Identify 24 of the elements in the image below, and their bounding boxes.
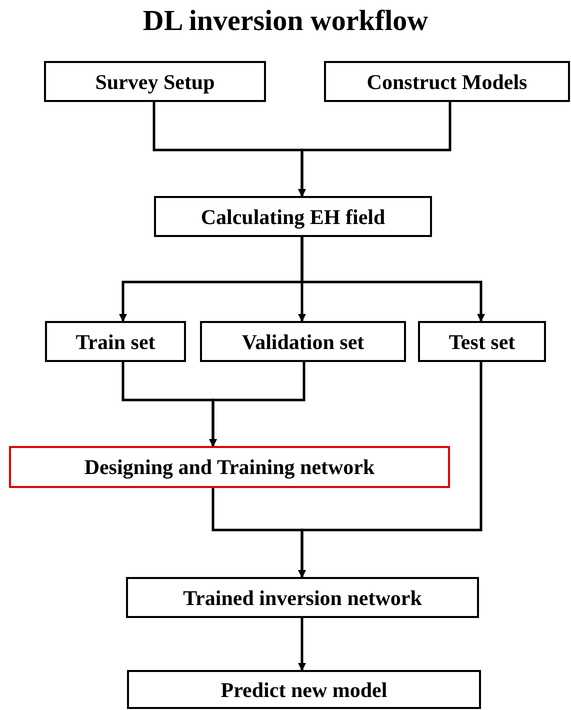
box-label: Train set [76, 330, 156, 354]
arrow [298, 618, 306, 671]
box-label: Trained inversion network [183, 586, 422, 610]
process-box [9, 446, 450, 488]
arrow [298, 102, 452, 197]
process-box [324, 61, 570, 102]
arrow [209, 362, 306, 447]
diagram-title: DL inversion workflow [142, 4, 430, 39]
arrow [300, 237, 485, 322]
box-label: Calculating EH field [200, 204, 386, 228]
box-label: Survey Setup [95, 70, 215, 94]
process-box [44, 61, 266, 102]
box-label: Designing and Training network [84, 455, 375, 479]
process-box [154, 196, 432, 237]
box-label: Construct Models [366, 70, 528, 94]
box-label: Test set [448, 330, 516, 354]
process-box [418, 321, 546, 362]
box-label: Validation set [242, 330, 364, 354]
process-box [126, 577, 479, 618]
arrow [298, 362, 482, 578]
box-label: Predict new model [220, 678, 388, 702]
process-box [45, 321, 186, 362]
process-box [127, 670, 481, 709]
process-box [200, 321, 406, 362]
